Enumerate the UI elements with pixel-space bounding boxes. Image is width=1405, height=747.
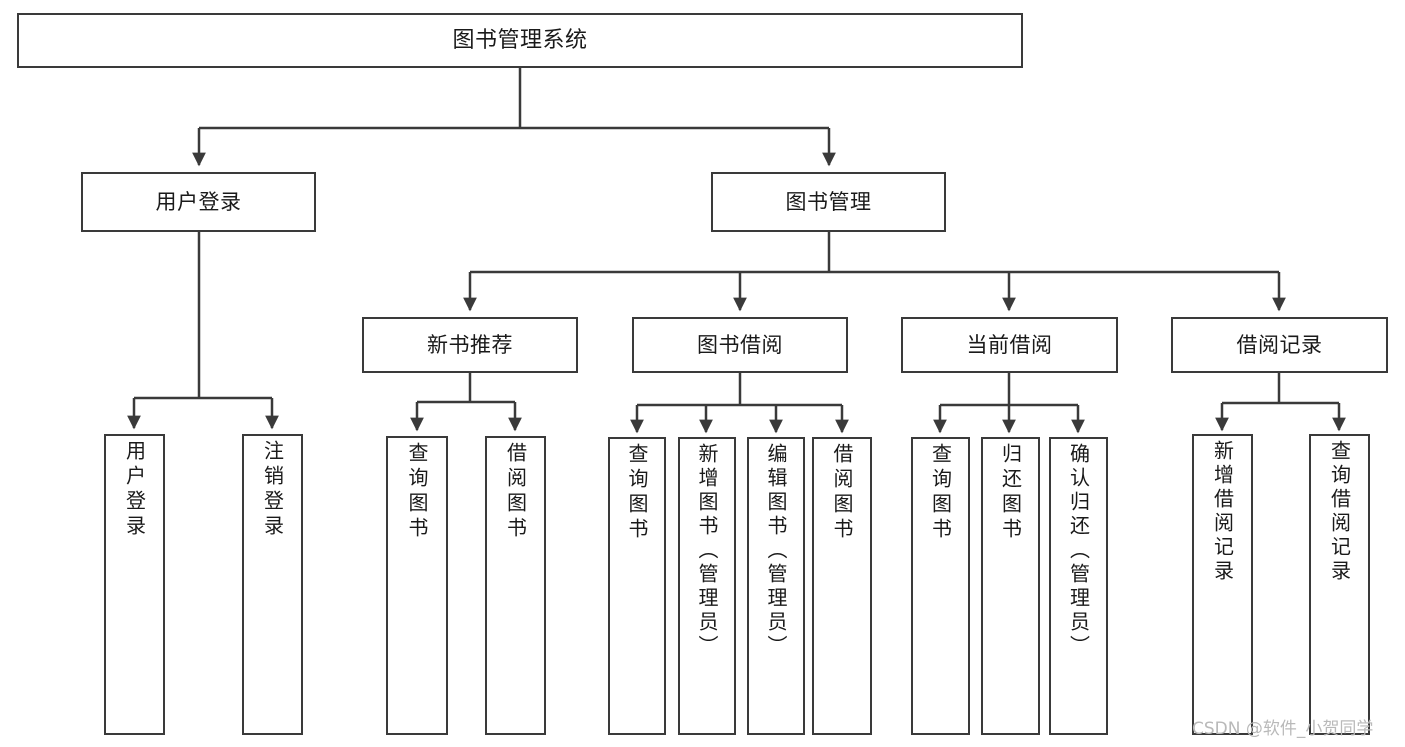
node-label: 图书借阅 — [697, 332, 783, 357]
node-book-borrow[interactable]: 图书借阅 — [632, 317, 848, 373]
node-label: 新书推荐 — [427, 332, 513, 357]
leaf-query-book-current[interactable]: 查询图书 — [911, 437, 970, 735]
node-new-book-recommend[interactable]: 新书推荐 — [362, 317, 578, 373]
node-label: 图书管理系统 — [452, 27, 588, 53]
node-current-borrow[interactable]: 当前借阅 — [901, 317, 1118, 373]
leaf-add-book[interactable]: 新增图书（管理员） — [678, 437, 736, 735]
leaf-query-book-borrow[interactable]: 查询图书 — [608, 437, 666, 735]
leaf-query-book-recommend[interactable]: 查询图书 — [386, 436, 448, 735]
leaf-return-book[interactable]: 归还图书 — [981, 437, 1040, 735]
leaf-confirm-return[interactable]: 确认归还（管理员） — [1049, 437, 1108, 735]
node-label: 借阅图书 — [503, 442, 528, 542]
leaf-borrow-book[interactable]: 借阅图书 — [812, 437, 872, 735]
node-label: 图书管理 — [785, 189, 872, 214]
csdn-watermark: CSDN @软件_小贺同学 — [1192, 719, 1374, 739]
node-label: 新增图书（管理员） — [695, 443, 719, 659]
node-user-login[interactable]: 用户登录 — [81, 172, 316, 232]
node-label: 编辑图书（管理员） — [764, 443, 788, 659]
node-label: 新增借阅记录 — [1210, 440, 1235, 584]
leaf-edit-book[interactable]: 编辑图书（管理员） — [747, 437, 805, 735]
node-root-system[interactable]: 图书管理系统 — [17, 13, 1023, 68]
node-label: 查询借阅记录 — [1327, 440, 1352, 584]
node-label: 用户登录 — [122, 440, 147, 540]
node-label: 查询图书 — [625, 443, 649, 543]
leaf-user-logout[interactable]: 注销登录 — [242, 434, 303, 735]
node-borrow-record[interactable]: 借阅记录 — [1171, 317, 1388, 373]
leaf-borrow-book-recommend[interactable]: 借阅图书 — [485, 436, 546, 735]
leaf-add-borrow-record[interactable]: 新增借阅记录 — [1192, 434, 1253, 735]
node-book-manage[interactable]: 图书管理 — [711, 172, 946, 232]
leaf-user-login[interactable]: 用户登录 — [104, 434, 165, 735]
node-label: 确认归还（管理员） — [1066, 443, 1091, 659]
leaf-query-borrow-record[interactable]: 查询借阅记录 — [1309, 434, 1370, 735]
node-label: 注销登录 — [260, 440, 285, 540]
node-label: 用户登录 — [155, 189, 242, 214]
node-label: 查询图书 — [928, 443, 953, 543]
node-label: 借阅图书 — [830, 443, 854, 543]
node-label: 查询图书 — [405, 442, 429, 542]
node-label: 借阅记录 — [1236, 332, 1323, 357]
node-label: 当前借阅 — [966, 332, 1053, 357]
node-label: 归还图书 — [998, 443, 1023, 543]
